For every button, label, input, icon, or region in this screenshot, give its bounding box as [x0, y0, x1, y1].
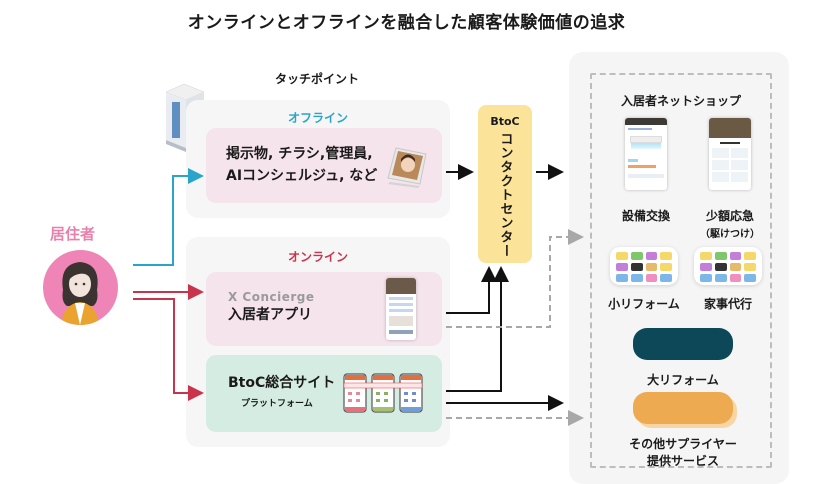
other-suppliers-pill[interactable]	[633, 392, 733, 424]
offline-connector	[133, 168, 204, 266]
service-emergency[interactable]: 少額応急	[705, 209, 754, 223]
service-equipment-exchange[interactable]: 設備交換	[621, 209, 670, 223]
btoc-site-label: BtoC総合サイト	[228, 375, 336, 391]
other-suppliers-line-1: その他サプライヤー	[629, 437, 737, 451]
service-housekeeping[interactable]: 家事代行	[703, 297, 752, 311]
resident-app-phone-icon	[386, 278, 416, 340]
contact-center-label: コンタクトセンター	[497, 132, 513, 258]
major-reform-pill[interactable]	[633, 328, 733, 360]
service-small-reform[interactable]: 小リフォーム	[608, 297, 680, 311]
btoc-site-sublabel: プラットフォーム	[241, 399, 313, 409]
resident-label: 居住者	[50, 225, 96, 243]
app-to-contact-arrow	[446, 266, 497, 314]
service-emergency-sublabel: （駆けつけ）	[700, 229, 760, 240]
btoc-site-card[interactable]: BtoC総合サイト プラットフォーム	[206, 355, 442, 432]
service-major-reform: 大リフォーム	[647, 373, 719, 387]
site-connector	[133, 298, 204, 401]
offline-label: オフライン	[287, 111, 348, 125]
equipment-exchange-screenshot-icon	[625, 118, 667, 190]
ai-concierge-tablet-icon	[384, 140, 428, 190]
offline-touchpoint-card[interactable]: 掲示物, チラシ,管理員, AIコンシェルジュ, など	[206, 128, 442, 203]
online-label: オンライン	[287, 250, 348, 264]
other-suppliers-line-2: 提供サービス	[646, 454, 719, 468]
housekeeping-screenshot-icon	[694, 247, 762, 285]
diagram-title: オンラインとオフラインを融合した顧客体験価値の追求	[187, 13, 626, 33]
net-shop-title: 入居者ネットショップ	[620, 94, 741, 108]
small-reform-screenshot-icon	[610, 247, 678, 285]
resident-app-card[interactable]: X Concierge 入居者アプリ	[206, 272, 442, 346]
site-to-contact-arrow	[446, 266, 509, 392]
net-shop-dashed-border	[590, 73, 772, 468]
resident-app-label: 入居者アプリ	[228, 307, 312, 323]
app-to-shop-dashed	[446, 229, 584, 328]
resident-avatar-icon	[43, 250, 118, 325]
contact-center-btoc-label: BtoC	[490, 115, 520, 128]
x-concierge-brand: X Concierge	[228, 290, 315, 304]
touchpoint-label: タッチポイント	[275, 72, 360, 86]
emergency-service-screenshot-icon	[709, 118, 751, 190]
btoc-contact-center[interactable]: BtoC コンタクトセンター	[478, 105, 532, 263]
other-suppliers-label: その他サプライヤー 提供サービス	[603, 436, 763, 470]
offline-card-line-1: 掲示物, チラシ,管理員,	[226, 146, 373, 162]
platform-phones-icon	[342, 373, 426, 413]
offline-card-line-2: AIコンシェルジュ, など	[226, 168, 378, 184]
